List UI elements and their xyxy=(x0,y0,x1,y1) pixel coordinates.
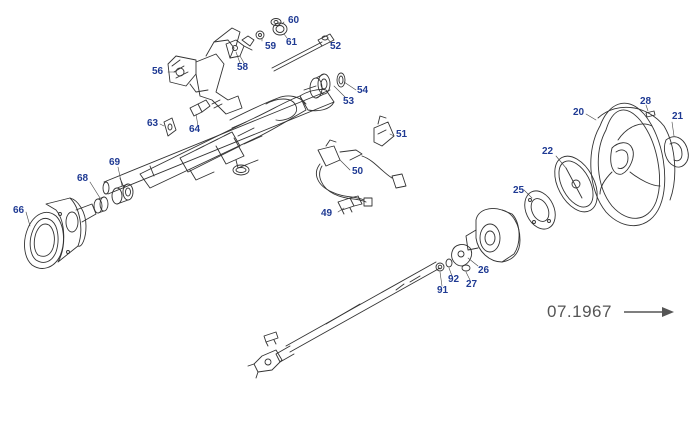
label-61: 61 xyxy=(286,37,298,48)
part-22-horn-ring xyxy=(554,155,598,213)
part-25-contact-plate xyxy=(524,190,556,230)
part-hub-housing xyxy=(465,208,521,263)
arrow-right-icon xyxy=(624,307,674,317)
part-54-ring xyxy=(336,72,346,88)
label-91: 91 xyxy=(437,285,449,296)
part-grommet xyxy=(232,164,250,176)
part-56-bracket xyxy=(167,27,243,115)
label-21: 21 xyxy=(672,111,684,122)
part-53-bearing xyxy=(303,73,331,99)
part-49-connector xyxy=(337,195,363,215)
label-27: 27 xyxy=(466,279,478,290)
label-51: 51 xyxy=(396,129,408,140)
label-54: 54 xyxy=(357,85,369,96)
part-68-bushing xyxy=(93,196,109,214)
part-27-washer xyxy=(461,264,471,272)
part-66-gasket-ring xyxy=(24,212,64,269)
part-51-bracket xyxy=(373,115,395,147)
part-shaft-clip xyxy=(263,331,279,347)
part-26-cam xyxy=(451,244,473,267)
part-92-spring xyxy=(445,258,453,268)
column-tube xyxy=(102,89,335,195)
part-20-steering-wheel xyxy=(590,102,676,227)
label-26: 26 xyxy=(478,265,490,276)
label-68: 68 xyxy=(77,173,89,184)
part-flange-plate xyxy=(45,197,97,263)
label-66: 66 xyxy=(13,205,25,216)
steering-shaft xyxy=(275,261,441,363)
part-21-horn-cap xyxy=(663,136,689,168)
label-22: 22 xyxy=(542,146,554,157)
part-64-connector xyxy=(189,99,223,117)
label-58: 58 xyxy=(237,62,249,73)
label-20: 20 xyxy=(573,107,585,118)
label-53: 53 xyxy=(343,96,355,107)
part-63-clip xyxy=(163,117,177,137)
label-56: 56 xyxy=(152,66,164,77)
part-52-lever xyxy=(271,33,335,72)
part-28-pin xyxy=(645,110,656,118)
label-63: 63 xyxy=(147,118,159,129)
part-59-nut xyxy=(255,30,265,40)
label-59: 59 xyxy=(265,41,277,52)
label-60: 60 xyxy=(288,15,300,26)
label-69: 69 xyxy=(109,157,121,168)
label-52: 52 xyxy=(330,41,342,52)
label-92: 92 xyxy=(448,274,460,285)
part-58-switch xyxy=(225,35,255,59)
part-69-sleeve xyxy=(111,183,134,205)
label-49: 49 xyxy=(321,208,333,219)
part-91-ring xyxy=(435,262,445,272)
label-28: 28 xyxy=(640,96,652,107)
leader-lines xyxy=(25,21,675,287)
label-64: 64 xyxy=(189,124,201,135)
date-code: 07.1967 xyxy=(547,302,612,321)
label-50: 50 xyxy=(352,166,364,177)
part-60-washer xyxy=(270,18,282,26)
label-25: 25 xyxy=(513,185,525,196)
part-61-ring xyxy=(272,22,288,36)
part-universal-joint xyxy=(247,349,283,379)
